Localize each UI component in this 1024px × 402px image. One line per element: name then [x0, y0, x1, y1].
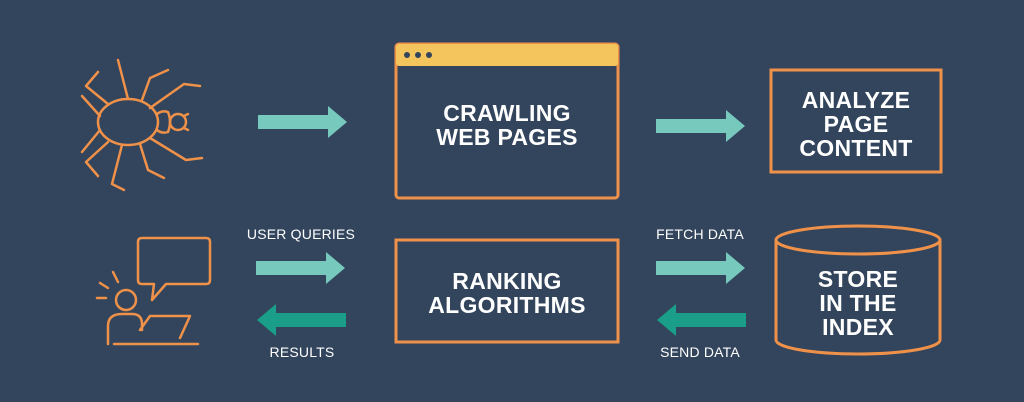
- fetch-data-label: FETCH DATA: [656, 226, 744, 242]
- arrow-send-data: [657, 304, 746, 336]
- arrow-fetch-data: [656, 252, 745, 284]
- store-label: STORE IN THE INDEX: [817, 266, 899, 340]
- database-cylinder-icon: [774, 224, 942, 356]
- user-at-laptop-icon: [95, 236, 212, 346]
- browser-window-icon: [394, 42, 620, 200]
- analyze-label: ANALYZE PAGE CONTENT: [799, 87, 913, 161]
- arrow-spider-to-crawl: [258, 106, 347, 138]
- ranking-label: RANKING ALGORITHMS: [428, 268, 586, 318]
- spider-icon: [80, 58, 204, 192]
- results-label: RESULTS: [269, 344, 335, 360]
- send-data-label: SEND DATA: [660, 344, 740, 360]
- user-queries-label: USER QUERIES: [246, 226, 356, 242]
- arrow-crawl-to-analyze: [656, 110, 745, 142]
- arrow-results: [257, 304, 346, 336]
- arrow-user-queries: [256, 252, 345, 284]
- analyze-box: [769, 68, 943, 174]
- crawling-label: CRAWLING WEB PAGES: [436, 100, 578, 150]
- ranking-box: [394, 238, 620, 344]
